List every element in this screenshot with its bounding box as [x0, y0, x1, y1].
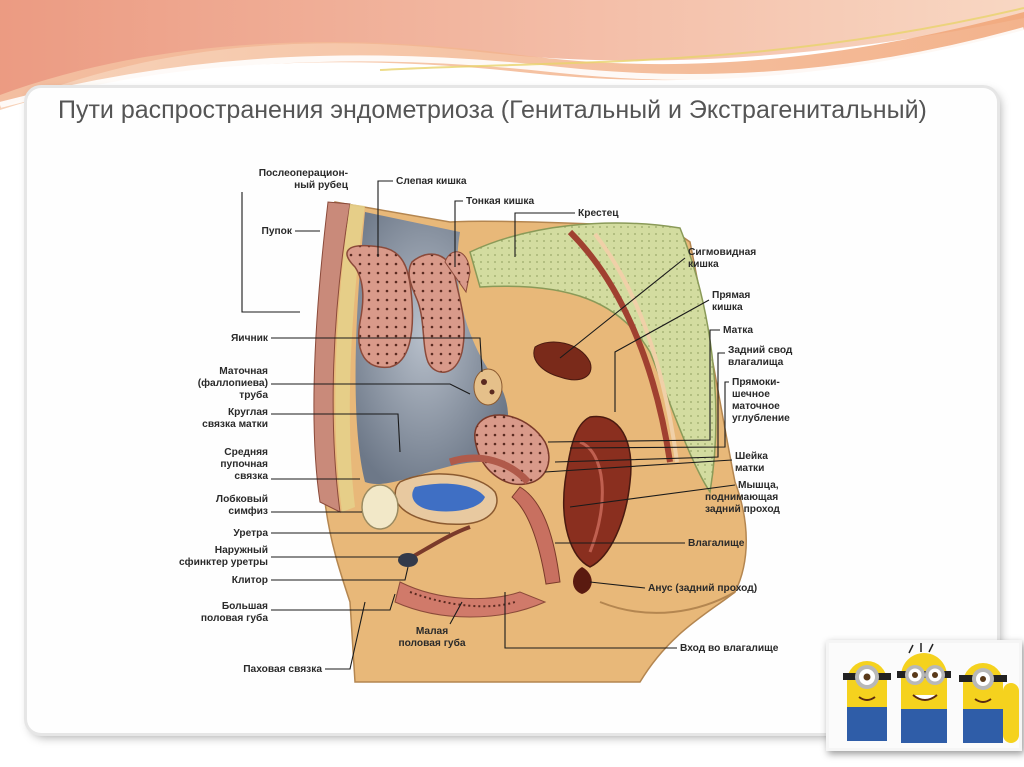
slide-title: Пути распространения эндометриоза (Генит… — [58, 93, 958, 127]
minions-cartoon-image — [826, 640, 1022, 751]
label-uterus: Матка — [723, 325, 753, 336]
label-clitoris: Клитор — [232, 575, 268, 586]
label-vagina: Влагалище — [688, 538, 745, 549]
label-scar: Послеоперацион-ный рубец — [259, 168, 349, 191]
label-ovary: Яичник — [231, 333, 269, 344]
label-urethra: Уретра — [233, 528, 268, 539]
label-navel: Пупок — [262, 226, 293, 237]
label-anus: Анус (задний проход) — [648, 583, 757, 594]
label-small-intestine: Тонкая кишка — [466, 196, 534, 207]
label-sacrum: Крестец — [578, 208, 619, 219]
anatomy-diagram: Послеоперацион-ный рубец Пупок Яичник Ма… — [150, 162, 830, 702]
label-inguinal-ligament: Паховая связка — [243, 664, 322, 675]
label-vaginal-opening: Вход во влагалище — [680, 643, 779, 654]
label-fallopian-tube: Маточная(фаллопиева)труба — [198, 366, 269, 401]
label-cecum: Слепая кишка — [396, 176, 467, 187]
